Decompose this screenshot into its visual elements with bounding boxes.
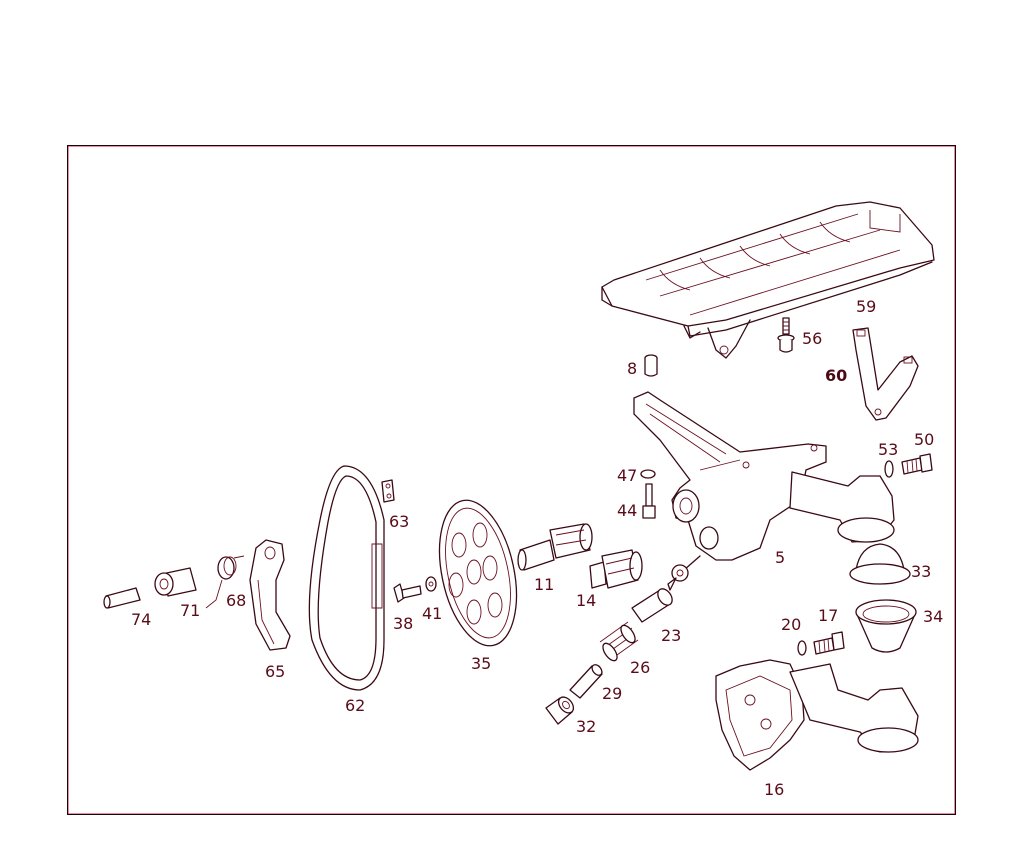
part-8-sleeve[interactable] bbox=[644, 354, 658, 377]
label-68[interactable]: 68 bbox=[226, 591, 247, 610]
part-65-tensioner-rail[interactable] bbox=[249, 539, 291, 651]
part-50-bolt[interactable] bbox=[901, 453, 933, 475]
label-33[interactable]: 33 bbox=[911, 562, 932, 581]
part-62-chain[interactable] bbox=[308, 465, 385, 691]
label-63[interactable]: 63 bbox=[389, 512, 410, 531]
part-16-housing[interactable] bbox=[715, 659, 919, 771]
part-5-oil-pump[interactable] bbox=[633, 391, 895, 571]
label-35[interactable]: 35 bbox=[471, 654, 492, 673]
label-62[interactable]: 62 bbox=[345, 696, 366, 715]
label-60[interactable]: 60 bbox=[825, 366, 848, 385]
label-17[interactable]: 17 bbox=[818, 606, 839, 625]
part-32-plug[interactable] bbox=[545, 694, 576, 725]
label-8[interactable]: 8 bbox=[627, 359, 638, 378]
label-74[interactable]: 74 bbox=[131, 610, 152, 629]
part-35-sprocket[interactable] bbox=[427, 493, 528, 653]
part-44-bolt[interactable] bbox=[642, 483, 656, 519]
part-41-washer[interactable] bbox=[425, 576, 437, 592]
label-32[interactable]: 32 bbox=[576, 717, 597, 736]
label-34[interactable]: 34 bbox=[923, 607, 944, 626]
label-56[interactable]: 56 bbox=[802, 329, 823, 348]
label-50[interactable]: 50 bbox=[914, 430, 935, 449]
label-65[interactable]: 65 bbox=[265, 662, 286, 681]
part-53-washer[interactable] bbox=[884, 460, 894, 478]
part-14-gear[interactable] bbox=[589, 549, 643, 589]
part-60-bracket[interactable] bbox=[852, 327, 919, 421]
label-20[interactable]: 20 bbox=[781, 615, 802, 634]
label-23[interactable]: 23 bbox=[661, 626, 682, 645]
part-47-washer[interactable] bbox=[640, 469, 656, 479]
label-44[interactable]: 44 bbox=[617, 501, 638, 520]
part-71-bushing[interactable] bbox=[154, 567, 197, 597]
label-14[interactable]: 14 bbox=[576, 591, 597, 610]
part-68-spring[interactable] bbox=[205, 555, 245, 609]
part-38-bolt[interactable] bbox=[393, 583, 422, 603]
label-26[interactable]: 26 bbox=[630, 658, 651, 677]
part-20-washer[interactable] bbox=[797, 640, 807, 656]
part-34-cone[interactable] bbox=[855, 599, 917, 653]
label-5[interactable]: 5 bbox=[775, 548, 786, 567]
label-47[interactable]: 47 bbox=[617, 466, 638, 485]
part-74-pin[interactable] bbox=[103, 587, 141, 609]
part-56-bolt[interactable] bbox=[777, 317, 795, 353]
part-29-pin[interactable] bbox=[569, 663, 604, 699]
label-38[interactable]: 38 bbox=[393, 614, 414, 633]
part-17-bolt[interactable] bbox=[813, 631, 845, 655]
part-baffle-tray[interactable] bbox=[601, 201, 935, 359]
part-63-link[interactable] bbox=[381, 479, 395, 503]
label-11[interactable]: 11 bbox=[534, 575, 555, 594]
label-16[interactable]: 16 bbox=[764, 780, 785, 799]
part-23-piston[interactable] bbox=[631, 564, 689, 623]
part-11-gear-shaft[interactable] bbox=[517, 523, 593, 571]
label-29[interactable]: 29 bbox=[602, 684, 623, 703]
label-53[interactable]: 53 bbox=[878, 440, 899, 459]
part-26-spring[interactable] bbox=[599, 621, 639, 663]
label-59[interactable]: 59 bbox=[856, 297, 877, 316]
label-41[interactable]: 41 bbox=[422, 604, 443, 623]
label-71[interactable]: 71 bbox=[180, 601, 201, 620]
part-33-strainer[interactable] bbox=[849, 543, 911, 585]
